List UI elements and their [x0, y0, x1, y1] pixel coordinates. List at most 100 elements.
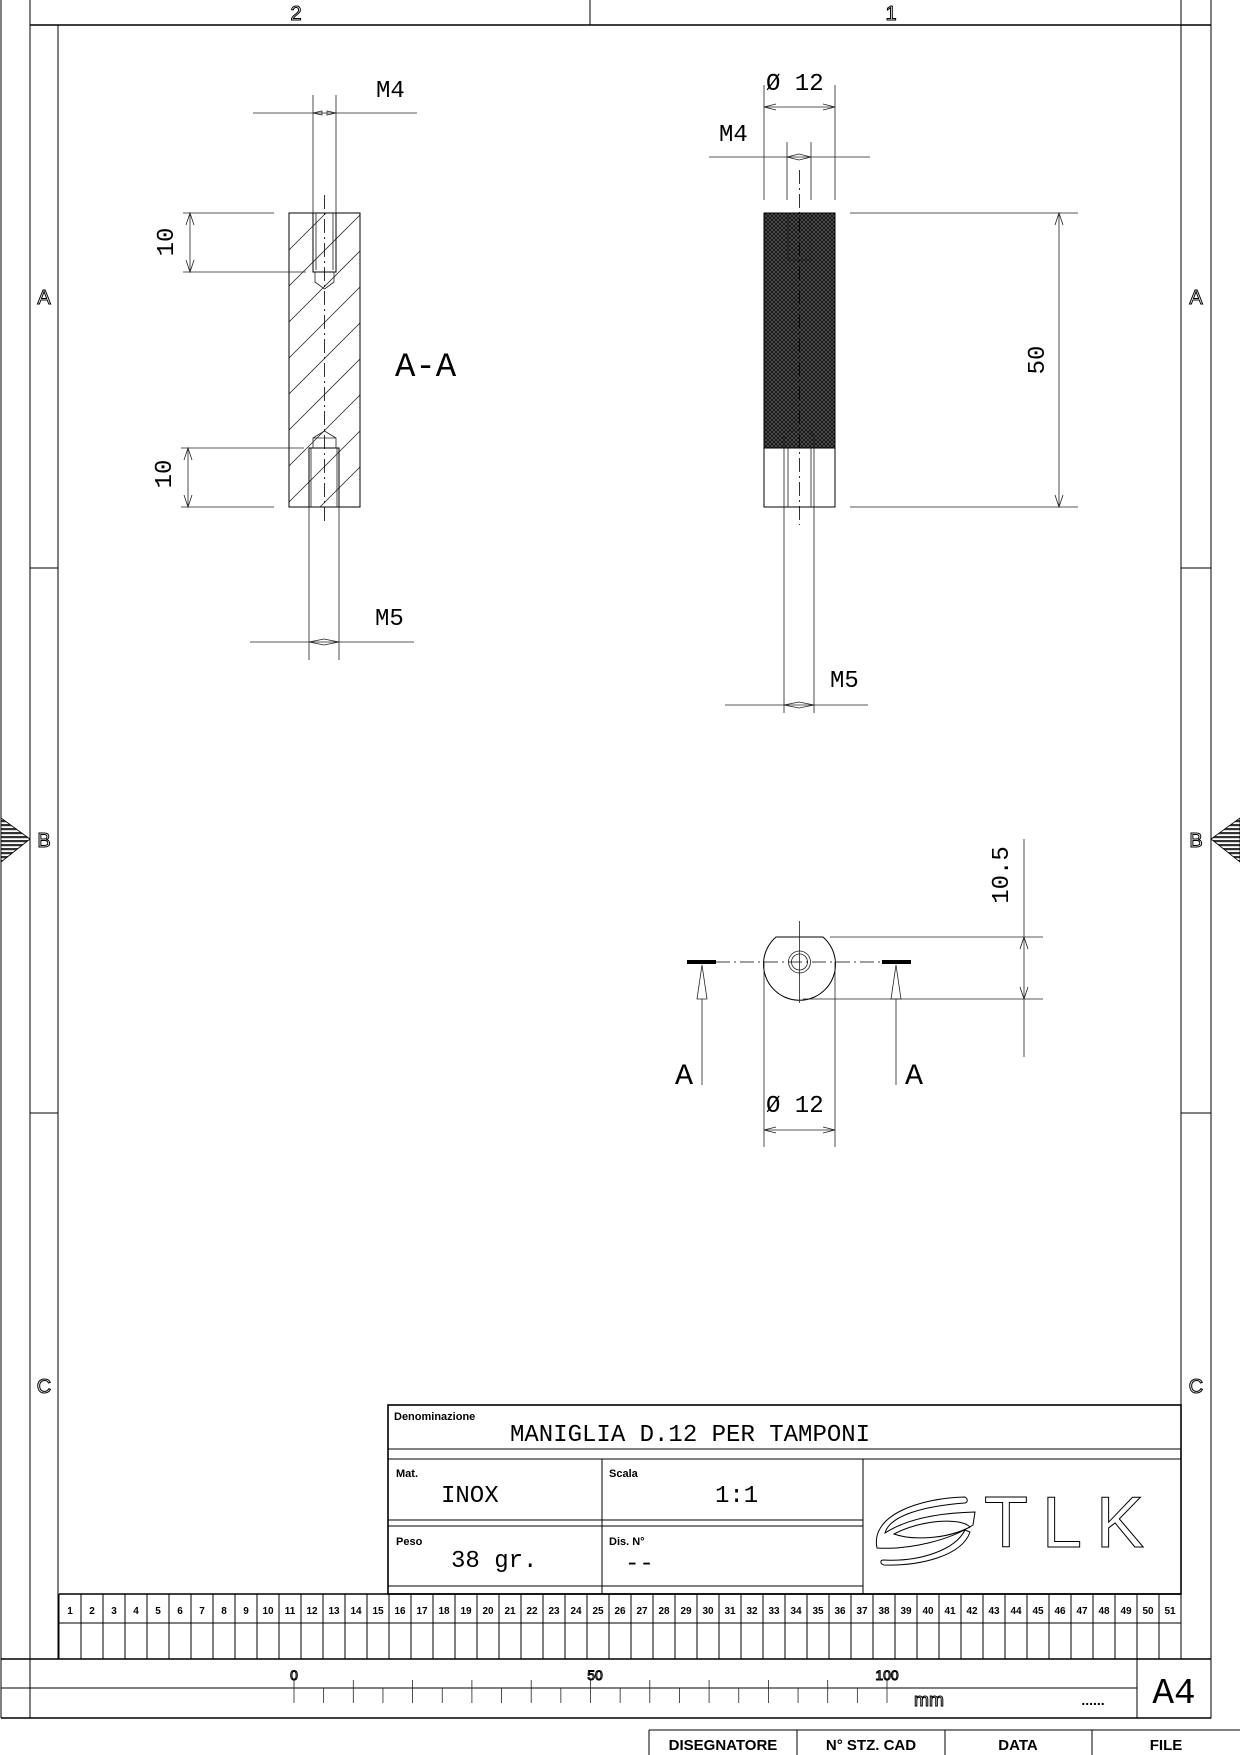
footer-cad-station: N° STZ. CAD [826, 1737, 916, 1754]
strip-number: 49 [1120, 1606, 1132, 1617]
column-label-1: 1 [885, 3, 896, 25]
strip-number: 2 [89, 1606, 95, 1617]
strip-number: 27 [636, 1606, 648, 1617]
scale-value: 1:1 [715, 1483, 758, 1510]
strip-number: 29 [680, 1606, 692, 1617]
strip-number: 42 [966, 1606, 978, 1617]
strip-number: 34 [790, 1606, 802, 1617]
row-label-a-left: A [37, 287, 51, 309]
strip-number: 23 [548, 1606, 560, 1617]
row-label-c-left: C [37, 1376, 51, 1398]
strip-number: 15 [372, 1606, 384, 1617]
strip-number: 7 [199, 1606, 205, 1617]
drawing-name: MANIGLIA D.12 PER TAMPONI [510, 1422, 870, 1449]
sheet-frame [0, 0, 1212, 1719]
section-mark-right-label: A [905, 1060, 923, 1094]
strip-number: 13 [328, 1606, 340, 1617]
strip-number: 48 [1098, 1606, 1110, 1617]
strip-number: 21 [504, 1606, 516, 1617]
section-depth-bottom-label: 10 [152, 460, 179, 489]
strip-number: 18 [438, 1606, 450, 1617]
section-thread-bottom-label: M5 [375, 606, 404, 633]
strip-number: 24 [570, 1606, 582, 1617]
section-thread-top-label: M4 [376, 78, 405, 105]
strip-number: 32 [746, 1606, 758, 1617]
strip-number: 26 [614, 1606, 626, 1617]
strip-number: 3 [111, 1606, 117, 1617]
strip-number: 47 [1076, 1606, 1088, 1617]
scale-ruler [293, 1680, 888, 1703]
footer-designer: DISEGNATORE [669, 1737, 778, 1754]
section-mark-left-bar [687, 960, 716, 964]
strip-number: 46 [1054, 1606, 1066, 1617]
name-field-label: Denominazione [394, 1411, 475, 1423]
strip-number: 22 [526, 1606, 538, 1617]
strip-number: 19 [460, 1606, 472, 1617]
strip-number: 20 [482, 1606, 494, 1617]
weight-field-label: Peso [396, 1536, 423, 1548]
strip-number: 1 [67, 1606, 73, 1617]
hatch-line [319, 466, 361, 508]
strip-number: 6 [177, 1606, 183, 1617]
strip-number: 8 [221, 1606, 227, 1617]
strip-number: 51 [1164, 1606, 1176, 1617]
strip-number: 28 [658, 1606, 670, 1617]
strip-number: 36 [834, 1606, 846, 1617]
top-view [687, 839, 1043, 1147]
strip-number: 44 [1010, 1606, 1022, 1617]
top-diameter-label: Ø 12 [766, 1093, 824, 1120]
logo-text: TLK [984, 1483, 1158, 1563]
ruler-unit: mm [914, 1690, 944, 1710]
front-length-label: 50 [1025, 346, 1052, 375]
strip-number: 40 [922, 1606, 934, 1617]
material-value: INOX [441, 1483, 499, 1510]
strip-number: 35 [812, 1606, 824, 1617]
section-mark-right-bar [882, 960, 911, 964]
front-view [709, 85, 1078, 713]
top-offset-label: 10.5 [989, 846, 1016, 904]
centering-mark-right-icon [1210, 817, 1240, 863]
section-arrow-left-icon [696, 964, 708, 1085]
section-depth-top-label: 10 [154, 228, 181, 257]
section-view-title: A-A [395, 349, 457, 387]
weight-value: 38 gr. [451, 1548, 537, 1575]
ruler-label-50: 50 [587, 1667, 603, 1683]
centering-mark-left-icon [0, 817, 31, 863]
scale-field-label: Scala [609, 1468, 639, 1480]
strip-number: 50 [1142, 1606, 1154, 1617]
front-diameter-label: Ø 12 [766, 71, 824, 98]
section-view-a-a [181, 95, 417, 660]
strip-number: 37 [856, 1606, 868, 1617]
front-thread-top-label: M4 [719, 122, 748, 149]
strip-number: 38 [878, 1606, 890, 1617]
strip-number: 43 [988, 1606, 1000, 1617]
hatch-line [288, 212, 327, 251]
material-field-label: Mat. [396, 1468, 418, 1480]
footer-file: FILE [1150, 1737, 1183, 1754]
strip-number: 14 [350, 1606, 362, 1617]
strip-number: 11 [285, 1606, 296, 1617]
strip-number: 16 [394, 1606, 406, 1617]
footer-date: DATA [998, 1737, 1038, 1754]
format-placeholder: ...... [1081, 1692, 1104, 1708]
strip-number: 5 [155, 1606, 161, 1617]
row-label-b-left: B [37, 830, 50, 852]
strip-number: 4 [133, 1606, 139, 1617]
logo-swoosh-icon [875, 1496, 976, 1566]
section-mark-left-label: A [675, 1060, 693, 1094]
strip-number: 41 [944, 1606, 956, 1617]
strip-number: 33 [768, 1606, 780, 1617]
strip-number: 9 [243, 1606, 249, 1617]
strip-number: 25 [592, 1606, 604, 1617]
strip-number: 30 [702, 1606, 714, 1617]
strip-number: 31 [724, 1606, 736, 1617]
ruler-label-0: 0 [290, 1667, 298, 1683]
format-box [1136, 1658, 1212, 1719]
drawing-number-field-label: Dis. N° [609, 1536, 645, 1548]
sheet-format: A4 [1152, 1673, 1195, 1714]
front-thread-bottom-label: M5 [830, 668, 859, 695]
company-logo: TLK [875, 1483, 1158, 1566]
strip-number: 10 [262, 1606, 274, 1617]
